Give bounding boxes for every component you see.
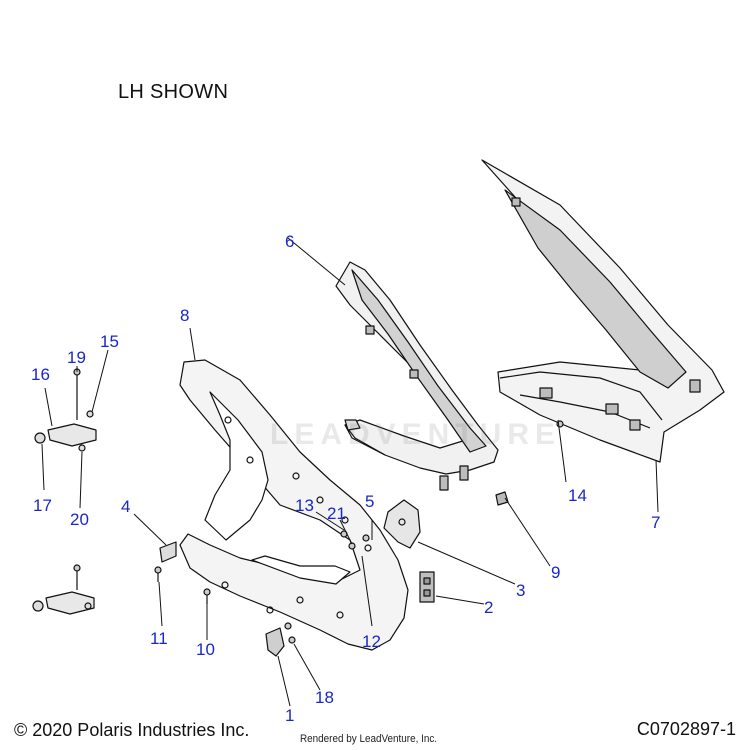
callout-5[interactable]: 5 bbox=[365, 492, 375, 511]
callout-3[interactable]: 3 bbox=[516, 581, 526, 600]
bracket-9-part bbox=[344, 419, 509, 506]
callout-2[interactable]: 2 bbox=[484, 598, 494, 617]
side-panel-part bbox=[481, 159, 725, 463]
callout-11[interactable]: 11 bbox=[150, 629, 168, 648]
callout-6[interactable]: 6 bbox=[285, 232, 295, 251]
callout-15[interactable]: 15 bbox=[100, 332, 119, 351]
callout-13[interactable]: 13 bbox=[295, 496, 314, 515]
callout-10[interactable]: 10 bbox=[196, 640, 215, 659]
fasteners bbox=[154, 420, 564, 644]
callout-14[interactable]: 14 bbox=[568, 486, 587, 505]
copyright-text: © 2020 Polaris Industries Inc. bbox=[14, 720, 250, 740]
callout-1[interactable]: 1 bbox=[285, 706, 295, 725]
callout-17[interactable]: 17 bbox=[33, 496, 52, 515]
callout-21[interactable]: 21 bbox=[327, 504, 346, 523]
leader-lines bbox=[41, 237, 659, 707]
bracket-4-part bbox=[159, 541, 177, 563]
inner-panel-part bbox=[335, 261, 499, 491]
callout-20[interactable]: 20 bbox=[70, 510, 89, 529]
lower-bracket-part bbox=[265, 627, 285, 657]
callout-4[interactable]: 4 bbox=[121, 497, 131, 516]
rendered-by-text: Rendered by LeadVenture, Inc. bbox=[300, 733, 438, 745]
latch-part bbox=[419, 571, 435, 603]
callout-18[interactable]: 18 bbox=[315, 688, 334, 707]
callout-19[interactable]: 19 bbox=[67, 348, 86, 367]
watermark: LEADVENTURE bbox=[270, 418, 562, 451]
callout-9[interactable]: 9 bbox=[551, 563, 561, 582]
front-frame-part bbox=[179, 359, 409, 651]
callout-8[interactable]: 8 bbox=[180, 306, 190, 325]
callout-7[interactable]: 7 bbox=[651, 513, 661, 532]
hinge-bracket-part bbox=[383, 499, 421, 549]
hinge-assembly-lower bbox=[32, 564, 95, 615]
diagram-code: C0702897-1 bbox=[636, 719, 736, 739]
callout-12[interactable]: 12 bbox=[362, 632, 381, 651]
callout-16[interactable]: 16 bbox=[31, 365, 50, 384]
view-label: LH SHOWN bbox=[118, 81, 229, 103]
